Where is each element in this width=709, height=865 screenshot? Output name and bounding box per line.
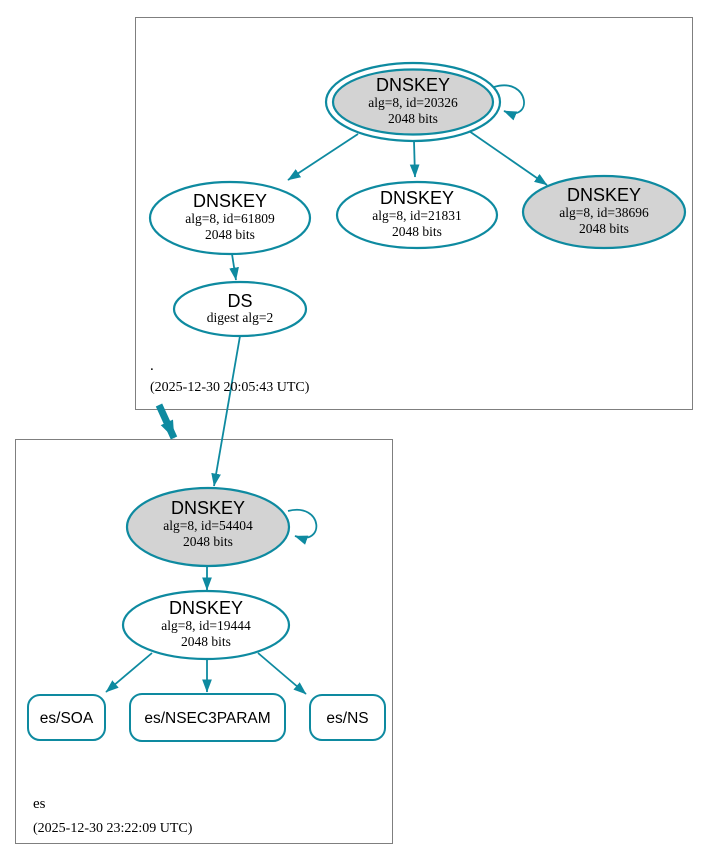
dnskey-61809-ellipse[interactable] — [148, 180, 312, 256]
root-zone-timestamp: (2025-12-30 20:05:43 UTC) — [150, 380, 310, 395]
root-zone-box — [135, 17, 693, 410]
delegation-arrow-root-to-es — [155, 403, 178, 440]
edge-ds-dnskey54404 — [211, 335, 241, 487]
root-zone-label: . — [150, 358, 154, 374]
selfloop-dnskey54404 — [287, 508, 318, 545]
node-rrset-es-nsec3param[interactable]: es/NSEC3PARAM — [129, 693, 286, 742]
node-dnskey-19444[interactable]: DNSKEY alg=8, id=19444 2048 bits — [121, 589, 291, 661]
dnskey-38696-title: DNSKEY — [567, 185, 641, 205]
dnskey-38696-bits: 2048 bits — [579, 221, 629, 236]
es-nsec3param-label: es/NSEC3PARAM — [144, 710, 270, 727]
node-rrset-es-soa[interactable]: es/SOA — [27, 694, 106, 741]
node-dnskey-61809[interactable]: DNSKEY alg=8, id=61809 2048 bits — [148, 180, 312, 256]
dnskey-21831-bits: 2048 bits — [392, 224, 442, 239]
es-soa-label: es/SOA — [40, 710, 94, 727]
edge-dnskey61809-ds — [229, 253, 239, 281]
dnskey-54404-ellipse[interactable] — [125, 486, 291, 568]
node-dnskey-38696[interactable]: DNSKEY alg=8, id=38696 2048 bits — [521, 174, 687, 250]
ds-title: DS — [227, 291, 252, 311]
es-zone-label: es — [33, 796, 46, 812]
es-ns-label: es/NS — [326, 710, 368, 727]
dnskey-61809-bits: 2048 bits — [205, 227, 255, 242]
dnskey-61809-title: DNSKEY — [193, 191, 267, 211]
es-zone-box — [15, 439, 393, 844]
dnskey-61809-detail: alg=8, id=61809 — [185, 211, 275, 226]
dnskey-54404-title: DNSKEY — [171, 498, 245, 518]
ds-detail: digest alg=2 — [207, 310, 273, 325]
node-dnskey-20326[interactable]: DNSKEY alg=8, id=20326 2048 bits — [324, 61, 502, 143]
node-dnskey-54404[interactable]: DNSKEY alg=8, id=54404 2048 bits — [125, 486, 291, 568]
edge-dnskey20326-dnskey38696 — [468, 130, 548, 186]
selfloop-dnskey20326 — [493, 84, 525, 121]
dnskey-19444-ellipse[interactable] — [121, 589, 291, 661]
dnskey-21831-ellipse[interactable] — [335, 180, 499, 250]
dnskey-21831-title: DNSKEY — [380, 188, 454, 208]
edge-dnskey19444-es-soa — [105, 652, 153, 693]
dnskey-54404-detail: alg=8, id=54404 — [163, 518, 253, 533]
dnskey-38696-detail: alg=8, id=38696 — [559, 205, 649, 220]
node-ds[interactable]: DS digest alg=2 — [172, 280, 308, 338]
dnskey-38696-ellipse[interactable] — [521, 174, 687, 250]
dnskey-21831-detail: alg=8, id=21831 — [372, 208, 461, 223]
edge-dnskey19444-es-ns — [257, 652, 307, 695]
dnskey-20326-title: DNSKEY — [376, 75, 450, 95]
dnskey-19444-bits: 2048 bits — [181, 634, 231, 649]
es-nsec3param-rect[interactable] — [129, 693, 286, 742]
dnskey-19444-title: DNSKEY — [169, 598, 243, 618]
edge-dnskey20326-dnskey21831 — [409, 140, 420, 178]
dnskey-54404-bits: 2048 bits — [183, 534, 233, 549]
es-zone-timestamp: (2025-12-30 23:22:09 UTC) — [33, 821, 193, 836]
ds-ellipse[interactable] — [172, 280, 308, 338]
dnskey-19444-detail: alg=8, id=19444 — [161, 618, 251, 633]
node-dnskey-21831[interactable]: DNSKEY alg=8, id=21831 2048 bits — [335, 180, 499, 250]
node-rrset-es-ns[interactable]: es/NS — [309, 694, 386, 741]
dnskey-20326-detail: alg=8, id=20326 — [368, 95, 458, 110]
edge-dnskey20326-dnskey61809 — [287, 133, 359, 181]
es-ns-rect[interactable] — [309, 694, 386, 741]
dnskey-20326-inner-ring[interactable] — [331, 68, 495, 136]
dnskey-20326-bits: 2048 bits — [388, 111, 438, 126]
es-soa-rect[interactable] — [27, 694, 106, 741]
